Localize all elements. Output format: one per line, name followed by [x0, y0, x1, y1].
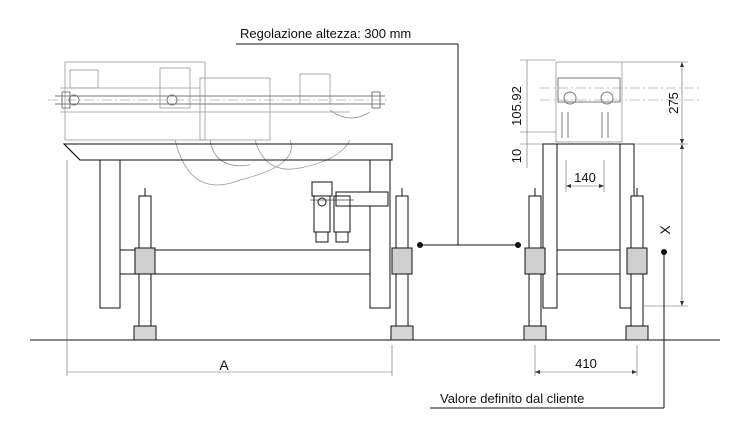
front-tabletop: [62, 143, 393, 161]
dimension-x: [643, 144, 688, 307]
customer-value-label: Valore definito dal cliente: [440, 391, 584, 406]
front-foot-right: [390, 188, 414, 341]
front-foot-left: [133, 188, 157, 341]
dimension-275: [622, 61, 688, 145]
dimension-x-label: X: [657, 225, 673, 235]
dimension-10-label: 10: [509, 149, 524, 163]
dimension-410-label: 410: [575, 356, 597, 371]
customer-value-leader: [430, 249, 667, 409]
height-adjustment-label: Regolazione altezza: 300 mm: [240, 26, 411, 41]
side-view-machine-ghost: [540, 61, 700, 143]
dimension-105-92-label: 105.92: [509, 86, 524, 126]
dimension-140-label: 140: [574, 170, 596, 185]
side-frame: [542, 143, 635, 309]
dimension-a: [66, 160, 393, 376]
frl-filter-regulator-unit: [310, 181, 354, 243]
side-foot-right: [625, 188, 649, 341]
height-adjustment-leader: [236, 43, 521, 248]
dimension-410: [534, 345, 638, 376]
front-frame: [99, 159, 391, 309]
dimension-a-label: A: [219, 357, 229, 373]
side-foot-left: [523, 188, 547, 341]
dimension-275-label: 275: [666, 92, 681, 114]
dimension-140: [565, 160, 605, 192]
front-view-machine-ghost: [48, 61, 390, 186]
dimension-vertical-left: [520, 59, 556, 168]
